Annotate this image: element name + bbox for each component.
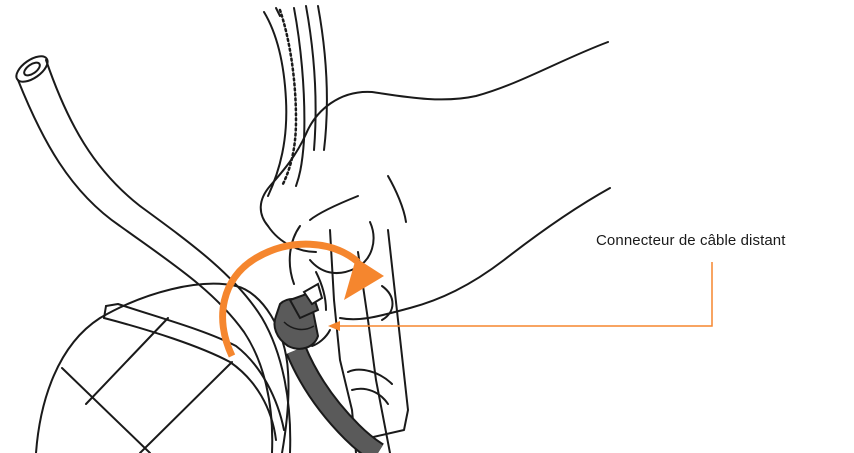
callout-leader: [328, 262, 712, 331]
cord-bundle: [264, 6, 327, 196]
headset-body: [36, 284, 289, 453]
callout-label: Connecteur de câble distant: [596, 232, 786, 249]
tube: [12, 51, 290, 453]
remote-cable-connector: [275, 284, 323, 349]
headset-band: [104, 304, 284, 440]
remote-cable: [296, 350, 378, 453]
